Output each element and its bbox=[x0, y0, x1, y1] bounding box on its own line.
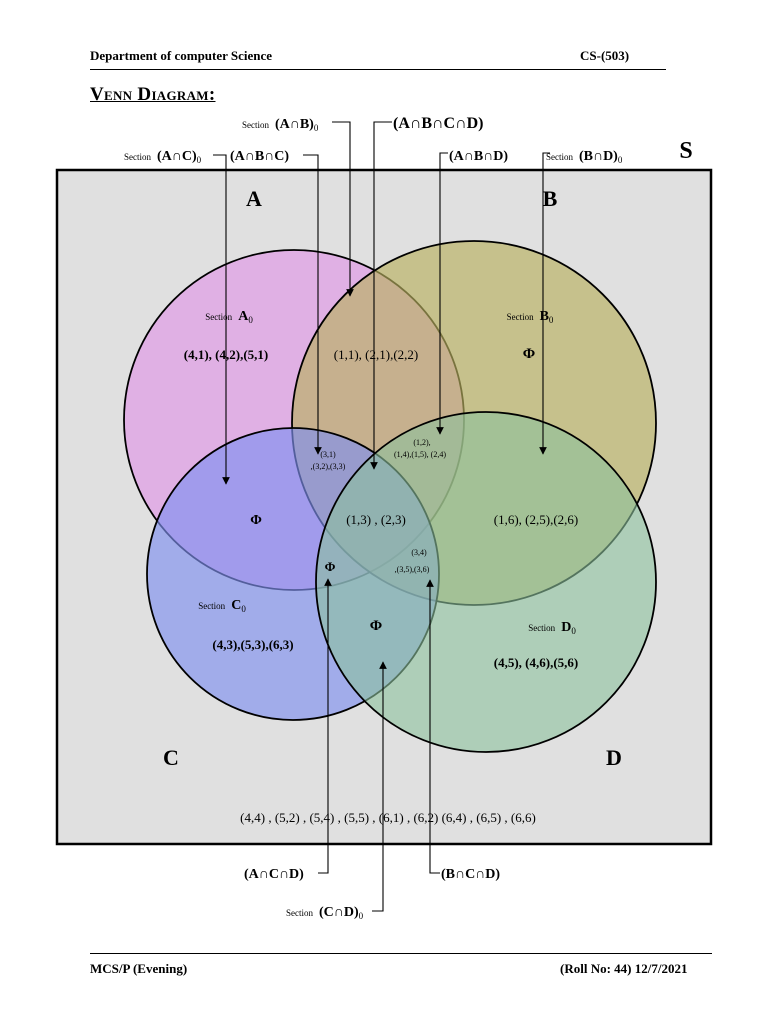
section-word: Section bbox=[507, 312, 534, 322]
section-word: Section bbox=[242, 120, 269, 130]
section-word: Section bbox=[205, 312, 232, 322]
footer-rule bbox=[90, 953, 712, 954]
universal-label: S bbox=[679, 138, 692, 164]
callout-line-abc bbox=[303, 154, 322, 455]
region-bcd-line2: ,(3,5),(3,6) bbox=[395, 565, 430, 574]
region-ac-only: Φ bbox=[250, 513, 262, 528]
header-course-code: CS-(503) bbox=[580, 48, 630, 63]
set-label-b: B bbox=[543, 186, 558, 211]
subscript: 0 bbox=[197, 155, 202, 165]
region-acd: Φ bbox=[325, 559, 336, 574]
section-letter: B bbox=[540, 309, 549, 324]
callout-ac0-text: (A∩C) bbox=[157, 149, 197, 164]
subscript: 0 bbox=[248, 315, 253, 325]
subscript: 0 bbox=[549, 315, 554, 325]
callout-cd0: Section (C∩D)0 bbox=[286, 903, 364, 921]
region-c-only: (4,3),(5,3),(6,3) bbox=[212, 637, 293, 652]
header-department: Department of computer Science bbox=[90, 48, 273, 63]
region-bcd-line1: (3,4) bbox=[411, 548, 427, 557]
callout-acd: (A∩C∩D) bbox=[244, 867, 304, 882]
region-ab-only: (1,1), (2,1),(2,2) bbox=[334, 347, 418, 362]
header-rule bbox=[90, 69, 666, 70]
section-word: Section bbox=[286, 908, 313, 918]
page-title: Venn Diagram: bbox=[90, 84, 216, 105]
section-a0-label: Section A0 bbox=[205, 307, 253, 325]
subscript: 0 bbox=[571, 626, 576, 636]
region-cd-only: Φ bbox=[370, 618, 382, 634]
callout-abc: (A∩B∩C) bbox=[230, 149, 289, 164]
region-abc-line2: ,(3,2),(3,3) bbox=[311, 462, 346, 471]
callout-ac0: Section (A∩C)0 bbox=[124, 147, 202, 165]
region-outside: (4,4) , (5,2) , (5,4) , (5,5) , (6,1) , … bbox=[240, 810, 536, 825]
set-label-d: D bbox=[606, 745, 622, 770]
callout-line-abd bbox=[436, 152, 448, 435]
section-d0-label: Section D0 bbox=[528, 618, 576, 636]
callout-bd0-text: (B∩D) bbox=[579, 149, 618, 164]
subscript: 0 bbox=[314, 123, 319, 133]
callout-ab0-text: (A∩B) bbox=[275, 117, 314, 132]
subscript: 0 bbox=[241, 604, 246, 614]
callout-line-abcd bbox=[370, 121, 392, 470]
footer-program: MCS/P (Evening) bbox=[90, 961, 188, 976]
region-b-only: Φ bbox=[523, 346, 535, 362]
region-abd-line1: (1,2), bbox=[413, 438, 430, 447]
subscript: 0 bbox=[618, 155, 623, 165]
region-bd-only: (1,6), (2,5),(2,6) bbox=[494, 512, 578, 527]
callout-bd0: Section (B∩D)0 bbox=[546, 147, 623, 165]
callout-ab0: Section (A∩B)0 bbox=[242, 115, 319, 133]
callout-line-bd0 bbox=[539, 152, 550, 455]
callout-line-ab0 bbox=[332, 121, 354, 297]
section-letter: A bbox=[238, 309, 249, 324]
section-word: Section bbox=[546, 152, 573, 162]
section-letter: C bbox=[231, 598, 241, 613]
region-d-only: (4,5), (4,6),(5,6) bbox=[494, 655, 578, 670]
set-label-a: A bbox=[246, 186, 262, 211]
callout-line-bcd bbox=[426, 579, 440, 874]
region-abd-line2: (1,4),(1,5), (2,4) bbox=[394, 450, 446, 459]
callout-abcd: (A∩B∩C∩D) bbox=[393, 115, 484, 132]
callout-line-cd0 bbox=[372, 661, 387, 912]
callout-line-ac0 bbox=[213, 154, 230, 485]
section-word: Section bbox=[528, 623, 555, 633]
region-abcd: (1,3) , (2,3) bbox=[346, 512, 406, 527]
set-label-c: C bbox=[163, 745, 179, 770]
section-word: Section bbox=[124, 152, 151, 162]
callout-bcd: (B∩C∩D) bbox=[441, 867, 500, 882]
subscript: 0 bbox=[359, 911, 364, 921]
section-b0-label: Section B0 bbox=[507, 307, 554, 325]
section-word: Section bbox=[198, 601, 225, 611]
section-c0-label: Section C0 bbox=[198, 596, 246, 614]
section-letter: D bbox=[561, 620, 571, 635]
callout-cd0-text: (C∩D) bbox=[319, 905, 359, 920]
callout-line-acd bbox=[318, 578, 332, 874]
callout-abd: (A∩B∩D) bbox=[449, 149, 508, 164]
region-abc-line1: (3,1) bbox=[320, 450, 336, 459]
circle-d bbox=[315, 411, 657, 753]
footer-roll: (Roll No: 44) 12/7/2021 bbox=[560, 961, 688, 976]
